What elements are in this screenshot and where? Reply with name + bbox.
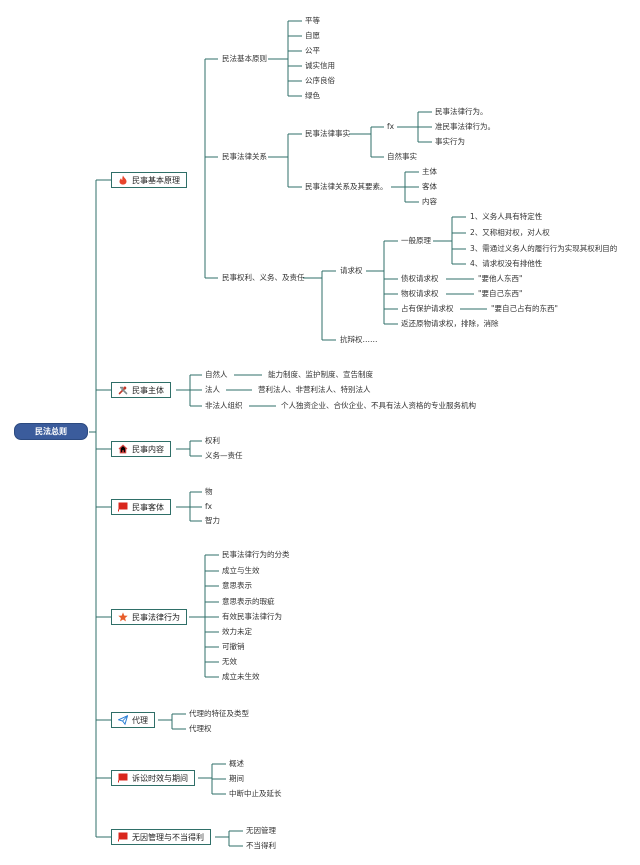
node-relation-elements[interactable]: 民事法律关系及其要素。	[305, 182, 388, 191]
root-node[interactable]: 民法总则	[14, 423, 88, 440]
tools-icon	[118, 385, 128, 395]
leaf-node[interactable]: 有效民事法律行为	[222, 612, 282, 621]
branch-negotiorum[interactable]: 无因管理与不当得利	[111, 829, 211, 845]
branch-label: 民事法律行为	[132, 612, 180, 622]
leaf-node[interactable]: 不当得利	[246, 841, 276, 850]
branch-objects[interactable]: 民事客体	[111, 499, 171, 515]
leaf-node[interactable]: 绿色	[305, 91, 320, 100]
branch-content[interactable]: 民事内容	[111, 441, 171, 457]
leaf-node[interactable]: 概述	[229, 759, 244, 768]
branch-agency[interactable]: 代理	[111, 712, 155, 728]
branch-label: 无因管理与不当得利	[132, 832, 204, 842]
node-general-principle[interactable]: 一般原理	[401, 236, 431, 245]
flag-icon	[118, 773, 128, 783]
leaf-node[interactable]: 1、义务人具有特定性	[470, 212, 543, 221]
leaf-node[interactable]: fx	[205, 502, 213, 511]
leaf-node[interactable]: 代理权	[189, 724, 212, 733]
branch-principles[interactable]: 民事基本原理	[111, 172, 187, 188]
leaf-node[interactable]: 无效	[222, 657, 237, 666]
leaf-node[interactable]: 成立未生效	[222, 672, 260, 681]
leaf-node[interactable]: 权利	[205, 436, 220, 445]
node-rights-duties[interactable]: 民事权利、义务、及责任	[222, 273, 305, 282]
flag-icon	[118, 502, 128, 512]
branch-label: 民事客体	[132, 502, 164, 512]
branch-label: 民事主体	[132, 385, 164, 395]
leaf-node[interactable]: 民事法律行为的分类	[222, 550, 290, 559]
node-fx[interactable]: fx	[387, 122, 395, 131]
node-natural-person[interactable]: 自然人	[205, 370, 228, 379]
leaf-node[interactable]: 无因管理	[246, 826, 276, 835]
leaf-node[interactable]: 自愿	[305, 31, 320, 40]
branch-label: 代理	[132, 715, 148, 725]
leaf-node[interactable]: 期间	[229, 774, 244, 783]
leaf-node[interactable]: 意思表示	[222, 581, 252, 590]
node-possession-claim[interactable]: 占有保护请求权	[401, 304, 454, 313]
node-legal-person[interactable]: 法人	[205, 385, 220, 394]
branch-subjects[interactable]: 民事主体	[111, 382, 171, 398]
branch-label: 诉讼时效与期间	[132, 773, 188, 783]
note-text: "要自己东西"	[478, 289, 523, 298]
note-text: 能力制度、监护制度、宣告制度	[268, 370, 373, 379]
node-debt-claim[interactable]: 债权请求权	[401, 274, 439, 283]
leaf-node[interactable]: 事实行为	[435, 137, 465, 146]
node-legal-relation[interactable]: 民事法律关系	[222, 152, 267, 161]
leaf-node[interactable]: 代理的特征及类型	[189, 709, 249, 718]
leaf-node[interactable]: 内容	[422, 197, 437, 206]
leaf-node[interactable]: 物	[205, 487, 213, 496]
leaf-node[interactable]: 成立与生效	[222, 566, 260, 575]
leaf-node[interactable]: 公平	[305, 46, 320, 55]
leaf-node[interactable]: 效力未定	[222, 627, 252, 636]
leaf-node[interactable]: 诚实信用	[305, 61, 335, 70]
leaf-node[interactable]: 智力	[205, 516, 220, 525]
branch-label: 民事内容	[132, 444, 164, 454]
leaf-node[interactable]: 返还原物请求权，排除，消除	[401, 319, 499, 328]
node-legal-facts[interactable]: 民事法律事实	[305, 129, 350, 138]
branch-legal-acts[interactable]: 民事法律行为	[111, 609, 187, 625]
house-icon	[118, 444, 128, 454]
node-claim[interactable]: 请求权	[340, 266, 363, 275]
paper-plane-icon	[118, 715, 128, 725]
leaf-node[interactable]: 主体	[422, 167, 437, 176]
leaf-node[interactable]: 客体	[422, 182, 437, 191]
node-unincorporated[interactable]: 非法人组织	[205, 401, 243, 410]
leaf-node[interactable]: 准民事法律行为。	[435, 122, 495, 131]
node-property-claim[interactable]: 物权请求权	[401, 289, 439, 298]
leaf-node[interactable]: 平等	[305, 16, 320, 25]
leaf-node[interactable]: 2、又称相对权，对人权	[470, 228, 550, 237]
leaf-node[interactable]: 意思表示的瑕疵	[222, 597, 275, 606]
branch-limitation[interactable]: 诉讼时效与期间	[111, 770, 195, 786]
note-text: 营利法人、非营利法人、特别法人	[258, 385, 371, 394]
leaf-node[interactable]: 3、需通过义务人的履行行为实现其权利目的	[470, 244, 618, 253]
star-icon	[118, 612, 128, 622]
note-text: 个人独资企业、合伙企业、不具有法人资格的专业服务机构	[281, 401, 476, 410]
leaf-node[interactable]: 中断中止及延长	[229, 789, 282, 798]
leaf-node[interactable]: 4、请求权没有排他性	[470, 259, 543, 268]
branch-label: 民事基本原理	[132, 175, 180, 185]
note-text: "要他人东西"	[478, 274, 523, 283]
note-text: "要自己占有的东西"	[491, 304, 558, 313]
leaf-node[interactable]: 义务—责任	[205, 451, 243, 460]
flag-icon	[118, 832, 128, 842]
leaf-node[interactable]: 自然事实	[387, 152, 417, 161]
leaf-node[interactable]: 公序良俗	[305, 76, 335, 85]
leaf-node[interactable]: 可撤销	[222, 642, 245, 651]
node-defense[interactable]: 抗辩权……	[340, 335, 378, 344]
leaf-node[interactable]: 民事法律行为。	[435, 107, 488, 116]
node-basic-principles[interactable]: 民法基本原则	[222, 54, 267, 63]
fire-icon	[118, 175, 128, 185]
